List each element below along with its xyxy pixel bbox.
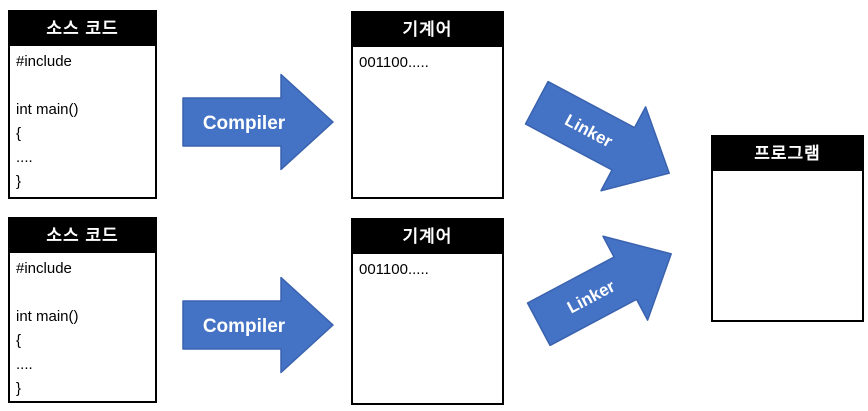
code-line: }: [16, 380, 22, 397]
up-right-arrow-icon: [526, 235, 672, 347]
right-arrow-icon: [182, 73, 334, 171]
compiler-arrow-bottom: Compiler: [182, 276, 334, 374]
down-right-arrow-icon: [524, 80, 670, 192]
code-line: }: [16, 173, 22, 190]
code-line: [16, 74, 149, 98]
source-code-box-top: 소스 코드 #include int main() { .... }: [8, 10, 157, 199]
machine-language-box-top: 기계어 001100.....: [351, 11, 504, 199]
compiler-arrow-label: Compiler: [203, 113, 286, 134]
code-line: #include: [16, 260, 72, 277]
machine-code-body: 001100.....: [353, 47, 502, 79]
box-title: 프로그램: [713, 137, 862, 171]
code-line: 001100.....: [359, 261, 429, 278]
code-line: ....: [16, 149, 33, 166]
box-title: 기계어: [353, 220, 502, 254]
code-line: {: [16, 332, 22, 349]
program-body: [713, 171, 862, 179]
compiler-arrow-label: Compiler: [203, 316, 286, 337]
source-code-box-bottom: 소스 코드 #include int main() { .... }: [8, 217, 157, 403]
code-line: [16, 281, 149, 305]
code-line: #include: [16, 53, 72, 70]
source-code-body: #include int main() { .... }: [10, 253, 155, 405]
machine-language-box-bottom: 기계어 001100.....: [351, 218, 504, 405]
linker-arrow-top: Linker: [524, 80, 670, 192]
machine-code-body: 001100.....: [353, 254, 502, 286]
box-title: 기계어: [353, 13, 502, 47]
code-line: int main(): [16, 101, 79, 118]
right-arrow-icon: [182, 276, 334, 374]
linker-arrow-bottom: Linker: [526, 235, 672, 347]
box-title: 소스 코드: [10, 12, 155, 46]
code-line: ....: [16, 356, 33, 373]
compiler-arrow-top: Compiler: [182, 73, 334, 171]
code-line: 001100.....: [359, 54, 429, 71]
source-code-body: #include int main() { .... }: [10, 46, 155, 198]
code-line: {: [16, 125, 22, 142]
program-box: 프로그램: [711, 135, 864, 322]
code-line: int main(): [16, 308, 79, 325]
box-title: 소스 코드: [10, 219, 155, 253]
